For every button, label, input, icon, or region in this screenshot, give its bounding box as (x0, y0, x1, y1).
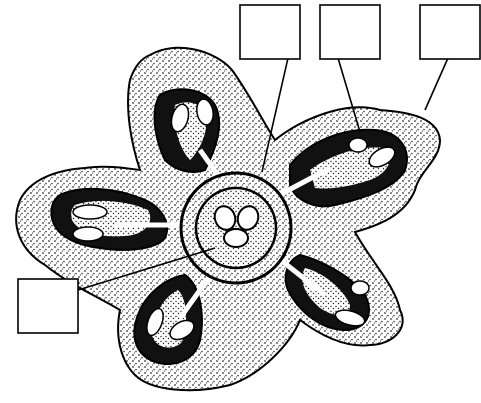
label-top-right-box[interactable] (420, 5, 480, 59)
label-top-middle-box[interactable] (320, 5, 380, 59)
seed (351, 281, 369, 295)
seed (73, 205, 107, 219)
seed (73, 227, 103, 241)
seed (349, 138, 367, 152)
leader-top-right (425, 58, 448, 110)
label-bottom-left-box[interactable] (18, 279, 78, 333)
label-top-left-box[interactable] (240, 5, 300, 59)
